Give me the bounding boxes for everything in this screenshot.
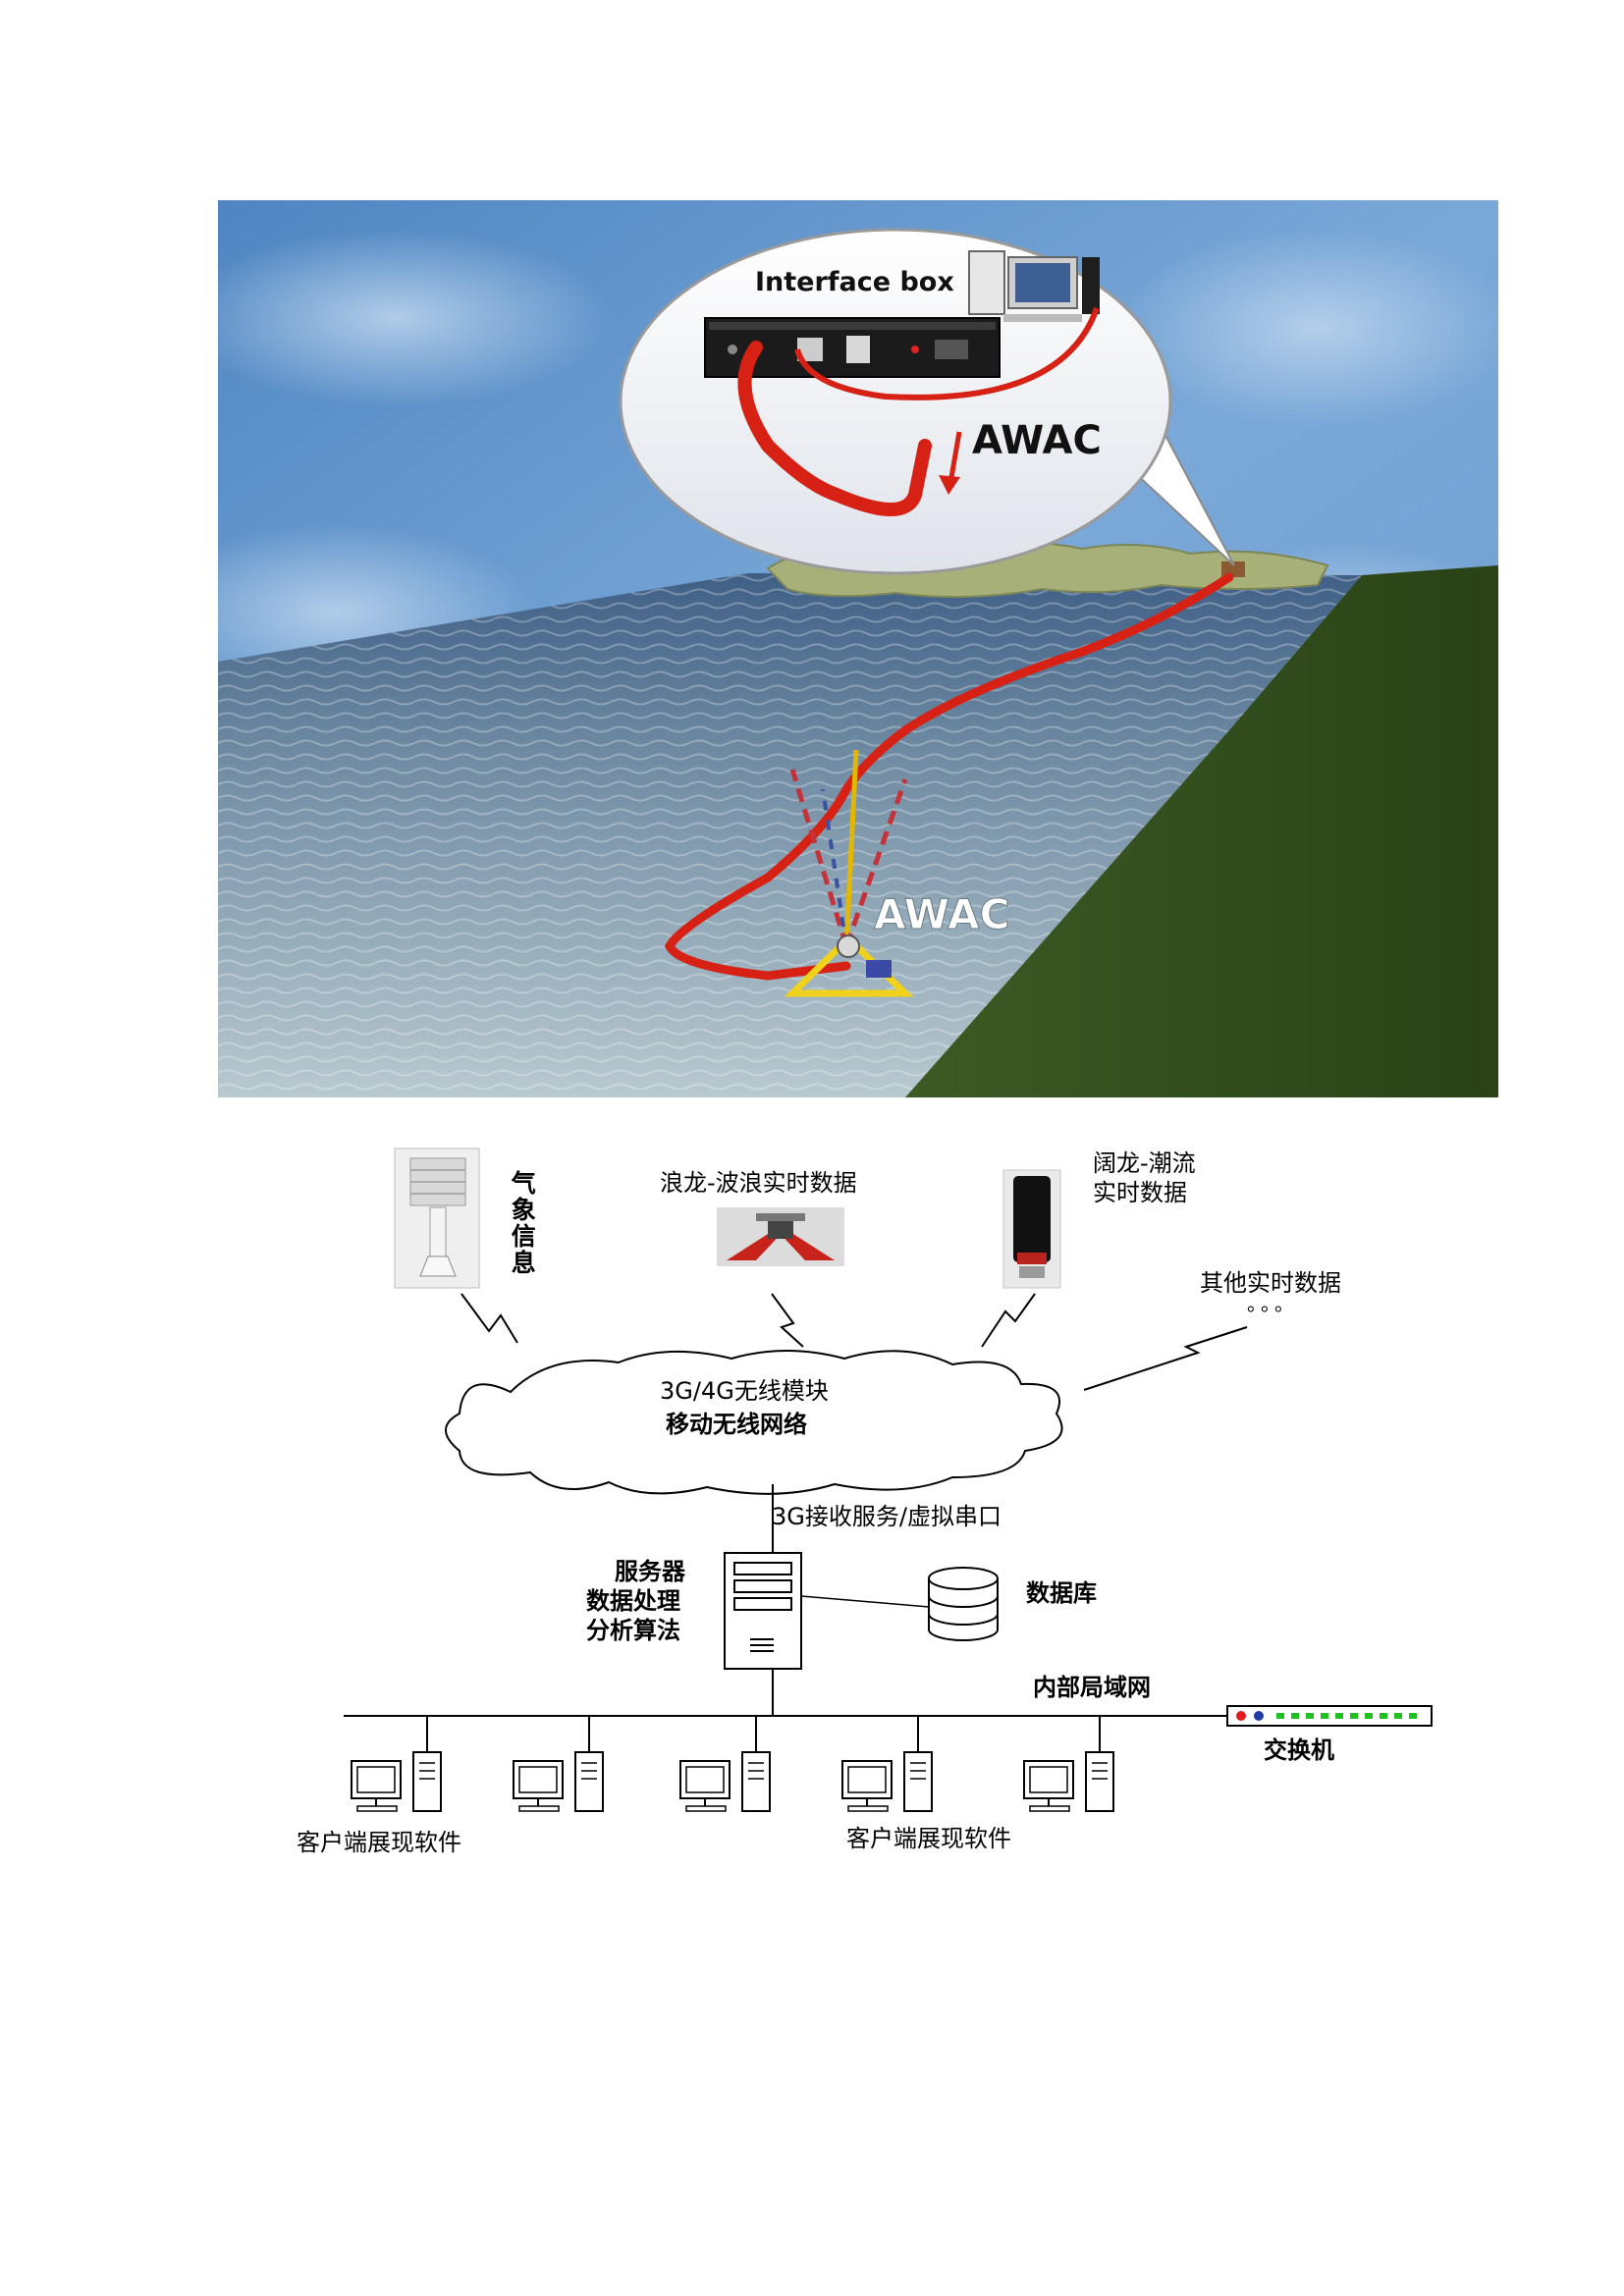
server-label-line1: 服务器 [615, 1558, 685, 1585]
awac-beam [789, 769, 849, 947]
client-pc-2 [513, 1716, 604, 1812]
other-data-dots: 。。。 [1247, 1292, 1298, 1315]
wireless-link-weather [460, 1293, 518, 1344]
awac-beam [843, 778, 908, 947]
server-to-database-line [800, 1595, 930, 1608]
awac-bubble-label: AWAC [972, 418, 1102, 463]
wireless-link-current [981, 1293, 1036, 1348]
server-label-line3: 分析算法 [586, 1617, 680, 1644]
awac-battery [866, 960, 892, 978]
receive-service-label: 3G接收服务/虚拟串口 [772, 1503, 1001, 1530]
cloud-label-line1: 3G/4G无线模块 [660, 1377, 829, 1405]
switch-label: 交换机 [1264, 1736, 1334, 1764]
client-software-label-right: 客户端展现软件 [846, 1825, 1011, 1852]
current-meter-icon [1002, 1169, 1061, 1289]
wave-data-label: 浪龙-波浪实时数据 [660, 1169, 857, 1197]
server-label-line2: 数据处理 [586, 1587, 680, 1615]
awac-beam [821, 788, 848, 947]
mobile-network-cloud [445, 1350, 1063, 1495]
client-pc-5 [1023, 1716, 1114, 1812]
bubble-cable [794, 307, 1100, 400]
awac-deployment-illustration: Interface box AWAC AWAC [218, 200, 1498, 1097]
current-data-label-line2: 实时数据 [1093, 1179, 1187, 1206]
current-data-label-line1: 阔龙-潮流 [1093, 1149, 1196, 1177]
switch-icon [1226, 1705, 1433, 1727]
client-pc-3 [679, 1716, 771, 1812]
client-pc-4 [841, 1716, 933, 1812]
interface-box-label: Interface box [755, 267, 954, 297]
weather-station-icon [394, 1148, 480, 1289]
lan-label: 内部局域网 [1033, 1674, 1151, 1701]
sky-cloud [1121, 230, 1498, 426]
sky-cloud [218, 230, 611, 406]
wave-buoy-icon [717, 1207, 844, 1266]
awac-seabed-label: AWAC [874, 890, 1009, 938]
wireless-link-wave [771, 1293, 804, 1348]
wireless-link-other [1083, 1326, 1248, 1391]
down-arrow [947, 431, 962, 484]
database-label: 数据库 [1026, 1579, 1097, 1607]
down-arrow-head [939, 475, 960, 495]
bubble-cable [737, 341, 932, 516]
other-data-label: 其他实时数据 [1200, 1269, 1341, 1297]
cloud-label-line2: 移动无线网络 [666, 1411, 807, 1438]
desktop-computer [968, 250, 1100, 322]
client-pc-1 [351, 1716, 442, 1812]
network-topology-diagram [344, 1148, 1433, 1812]
server-icon [724, 1552, 802, 1670]
green-cliff [905, 565, 1498, 1097]
awac-beam [843, 749, 859, 947]
database-icon [928, 1567, 999, 1641]
awac-cable [664, 572, 1234, 981]
client-software-label-left: 客户端展现软件 [297, 1829, 461, 1856]
awac-sensor [837, 934, 860, 958]
weather-label: 气象信息 [508, 1170, 537, 1276]
sea-surface-ripples [218, 573, 1362, 1097]
